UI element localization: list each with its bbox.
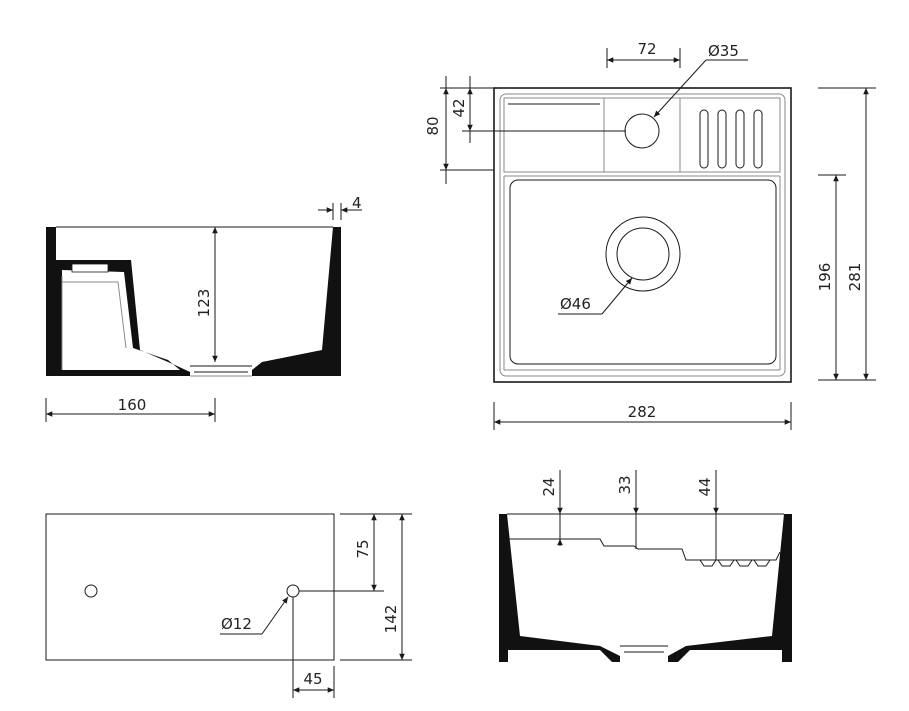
dim-wall-thickness-label: 4 <box>352 194 362 212</box>
dim-soap-offset-label: 72 <box>637 40 656 58</box>
dim-top-to-hole-label: 75 <box>354 539 372 558</box>
dim-step-44-label: 44 <box>696 477 714 496</box>
back-view-hole-right <box>286 584 300 598</box>
dim-shelf-42-label: 42 <box>450 98 468 117</box>
top-view-drain-slots <box>699 109 763 169</box>
top-view-outline <box>493 87 792 383</box>
dim-step-33: 33 <box>616 470 639 549</box>
dim-overall-width: 282 <box>493 402 792 430</box>
side-section-left-wall <box>46 227 190 376</box>
dim-soap-offset: 72 <box>606 40 681 68</box>
dim-step-33-label: 33 <box>616 475 634 494</box>
top-view-tap-hole <box>624 113 660 149</box>
top-view-bowl-outer <box>503 175 781 371</box>
front-section-view: 24 33 44 <box>499 470 792 662</box>
dim-step-24-label: 24 <box>540 477 558 496</box>
dim-height-label: 142 <box>382 605 400 634</box>
dim-bowl-length-label: 196 <box>816 263 834 292</box>
dim-overall-width-label: 282 <box>628 403 657 421</box>
dim-tap-hole: Ø35 <box>653 42 748 118</box>
dim-drain: Ø46 <box>558 277 633 315</box>
dim-lengths: 196 281 <box>816 87 876 381</box>
dim-hole: Ø12 <box>220 596 289 635</box>
dim-back-heights: 75 142 <box>299 513 412 661</box>
back-view: 75 142 Ø12 45 <box>45 513 412 698</box>
dim-step-24: 24 <box>540 470 563 546</box>
dim-hole-offset: 45 <box>292 597 335 698</box>
dim-tap-hole-label: Ø35 <box>708 42 739 60</box>
dim-drain-label: Ø46 <box>560 295 591 313</box>
front-section-drain <box>620 645 668 653</box>
front-section-left-wall <box>499 514 620 662</box>
top-view-rim <box>499 93 786 377</box>
front-section-slots <box>699 559 771 567</box>
dim-hole-offset-label: 45 <box>303 670 322 688</box>
top-view-drain-inner <box>616 227 670 281</box>
dim-shelf-offsets: 42 80 <box>424 76 626 184</box>
side-section-drain <box>190 365 252 373</box>
back-view-hole-left <box>84 584 98 598</box>
side-section-view: 4 123 160 <box>45 194 362 422</box>
dim-depth-label: 123 <box>195 289 213 318</box>
side-section-shelf-slot <box>71 263 109 273</box>
side-section-right-wall <box>252 227 341 376</box>
front-section-right-wall <box>668 514 792 662</box>
top-view-shelf-step <box>603 98 681 173</box>
dim-width-label: 160 <box>118 396 147 414</box>
dim-wall-thickness: 4 <box>318 194 362 220</box>
dim-hole-label: Ø12 <box>221 615 252 633</box>
back-view-outline <box>45 513 335 661</box>
dim-shelf-80-label: 80 <box>424 116 442 135</box>
top-view: 72 Ø35 42 80 Ø46 <box>424 40 876 430</box>
dim-width: 160 <box>45 396 216 422</box>
top-view-shelf <box>503 97 781 173</box>
top-view-bowl <box>509 179 777 365</box>
front-section-shelf-profile <box>508 538 781 561</box>
dim-overall-length-label: 281 <box>846 263 864 292</box>
dim-step-44: 44 <box>696 470 719 560</box>
side-section-inner-lines <box>61 276 127 370</box>
top-view-drain-outer <box>605 216 681 292</box>
dim-depth: 123 <box>195 227 218 362</box>
